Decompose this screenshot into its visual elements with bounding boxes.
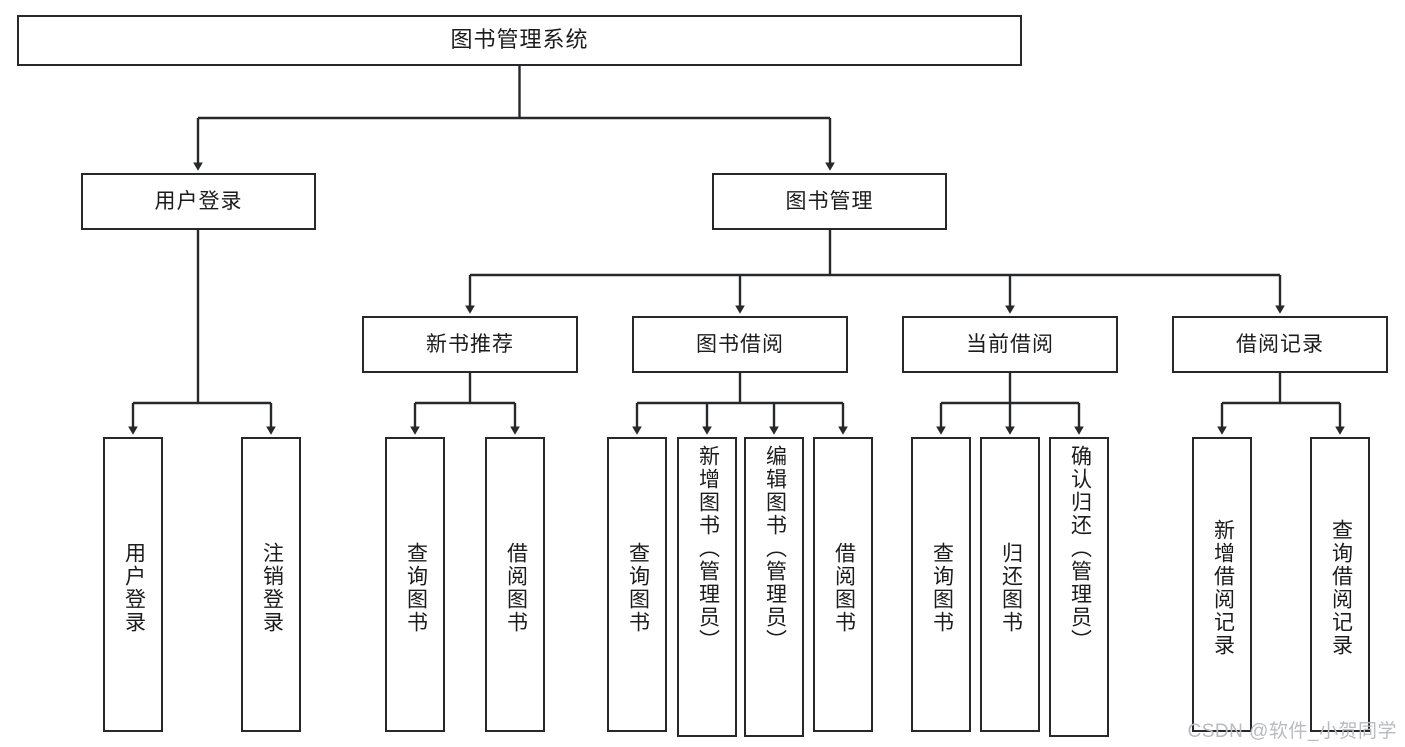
leaf-user-login-label: 用户登录 <box>122 541 146 634</box>
node-book-borrow[interactable]: 图书借阅 <box>632 316 848 373</box>
node-user-login[interactable]: 用户登录 <box>81 173 316 230</box>
leaf-query-book-3-label: 查询图书 <box>930 541 954 634</box>
node-root[interactable]: 图书管理系统 <box>17 15 1022 66</box>
leaf-borrow-book-1-label: 借阅图书 <box>504 541 528 634</box>
node-book-management-label: 图书管理 <box>785 189 874 213</box>
leaf-return-book-label: 归还图书 <box>999 541 1023 634</box>
leaf-user-login[interactable]: 用户登录 <box>103 437 163 732</box>
node-borrow-record-label: 借阅记录 <box>1236 332 1324 356</box>
node-borrow-record[interactable]: 借阅记录 <box>1172 316 1388 373</box>
leaf-return-book[interactable]: 归还图书 <box>980 437 1040 732</box>
leaf-edit-book-label: 编辑图书（管理员） <box>763 445 787 652</box>
leaf-confirm-return[interactable]: 确认归还（管理员） <box>1049 437 1109 737</box>
node-book-management[interactable]: 图书管理 <box>712 173 947 230</box>
node-user-login-label: 用户登录 <box>154 189 243 213</box>
leaf-add-book-label: 新增图书（管理员） <box>696 445 720 652</box>
leaf-logout-login[interactable]: 注销登录 <box>241 437 301 732</box>
leaf-query-book-1-label: 查询图书 <box>404 541 428 634</box>
leaf-query-book-3[interactable]: 查询图书 <box>911 437 971 732</box>
leaf-borrow-book-1[interactable]: 借阅图书 <box>485 437 545 732</box>
leaf-add-borrow-record-label: 新增借阅记录 <box>1211 518 1235 657</box>
leaf-query-book-2[interactable]: 查询图书 <box>607 437 667 732</box>
leaf-add-borrow-record[interactable]: 新增借阅记录 <box>1192 437 1252 732</box>
node-current-borrow[interactable]: 当前借阅 <box>902 316 1118 373</box>
node-book-borrow-label: 图书借阅 <box>696 332 784 356</box>
node-new-book-recommend[interactable]: 新书推荐 <box>362 316 578 373</box>
leaf-query-borrow-record-label: 查询借阅记录 <box>1329 518 1353 657</box>
node-current-borrow-label: 当前借阅 <box>966 332 1054 356</box>
leaf-add-book[interactable]: 新增图书（管理员） <box>677 437 737 737</box>
leaf-query-book-1[interactable]: 查询图书 <box>385 437 445 732</box>
leaf-query-borrow-record[interactable]: 查询借阅记录 <box>1310 437 1370 732</box>
leaf-edit-book[interactable]: 编辑图书（管理员） <box>744 437 804 737</box>
leaf-query-book-2-label: 查询图书 <box>626 541 650 634</box>
leaf-logout-login-label: 注销登录 <box>260 541 284 634</box>
leaf-borrow-book-2-label: 借阅图书 <box>832 541 856 634</box>
leaf-confirm-return-label: 确认归还（管理员） <box>1068 445 1092 652</box>
node-new-book-recommend-label: 新书推荐 <box>426 332 514 356</box>
watermark: CSDN @软件_小贺同学 <box>1187 721 1397 742</box>
leaf-borrow-book-2[interactable]: 借阅图书 <box>813 437 873 732</box>
node-root-label: 图书管理系统 <box>450 27 589 53</box>
